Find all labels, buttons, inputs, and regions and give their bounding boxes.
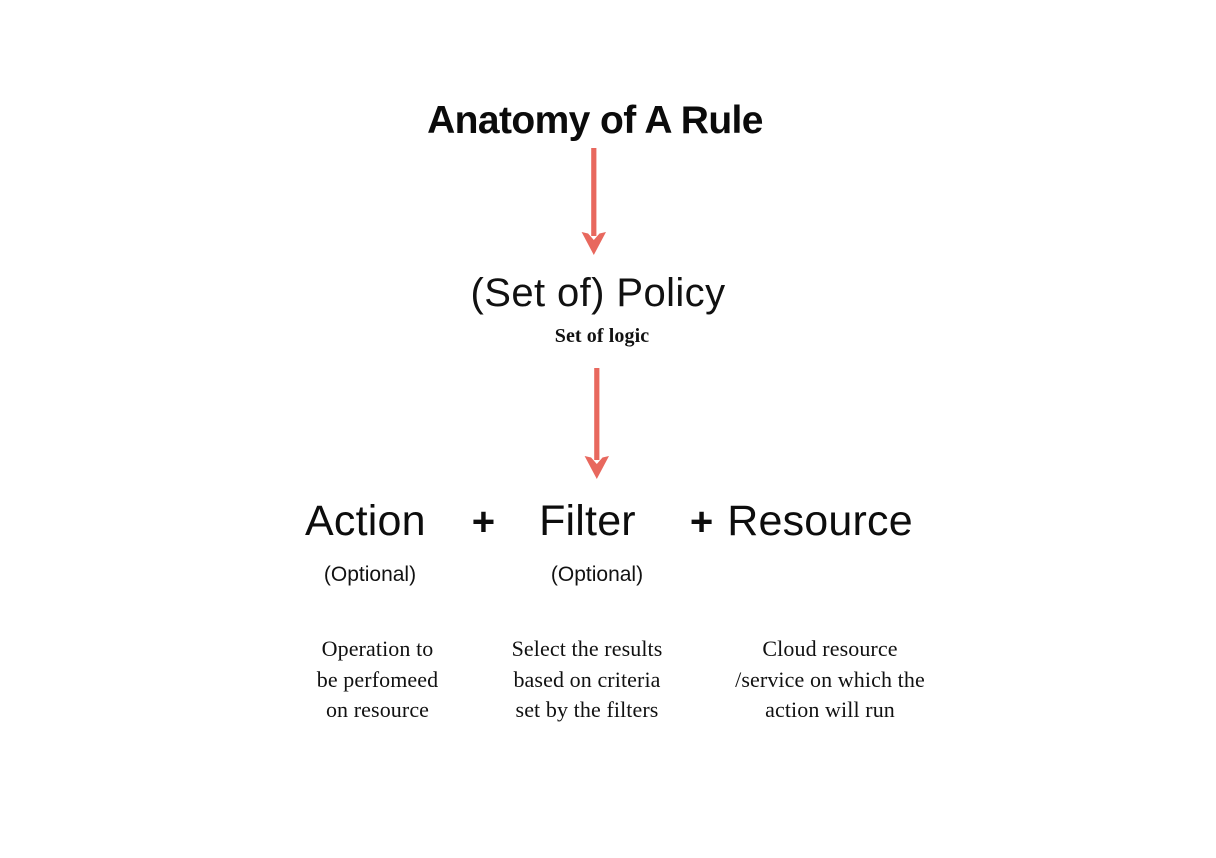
description-resource: Cloud resource /service on which the act… (699, 634, 961, 726)
formula-row: Action + Filter + Resource (300, 500, 925, 560)
page-title: Anatomy of A Rule (427, 99, 763, 142)
description-resource-line-2: /service on which the (735, 666, 925, 692)
policy-title: (Set of) Policy (470, 271, 726, 315)
description-resource-line-1: Cloud resource (762, 636, 898, 661)
description-action: Operation to be perfomeed on resource (280, 634, 475, 726)
description-action-line-3: on resource (325, 697, 430, 722)
description-filter-line-3: set by the filters (515, 697, 659, 722)
component-action: Action (305, 497, 426, 545)
description-filter-line-2: based on criteria (513, 666, 661, 692)
policy-subtitle: Set of logic (554, 325, 650, 347)
description-action-line-1: Operation to (321, 636, 434, 661)
optional-label-filter: (Optional) (550, 563, 644, 586)
description-action-line-2: be perfomeed (316, 666, 439, 692)
arrow-title-to-policy-icon (575, 148, 615, 263)
descriptions-row: Operation to be perfomeed on resource Se… (258, 634, 968, 726)
component-resource: Resource (727, 497, 913, 545)
description-resource-line-3: action will run (765, 697, 895, 722)
arrow-policy-to-components-icon (578, 368, 618, 488)
plus-operator-2: + (689, 500, 714, 544)
description-filter-line-1: Select the results (511, 636, 663, 661)
description-filter: Select the results based on criteria set… (477, 634, 697, 726)
component-filter: Filter (539, 497, 636, 545)
plus-operator-1: + (471, 500, 496, 544)
optional-label-action: (Optional) (323, 563, 417, 586)
